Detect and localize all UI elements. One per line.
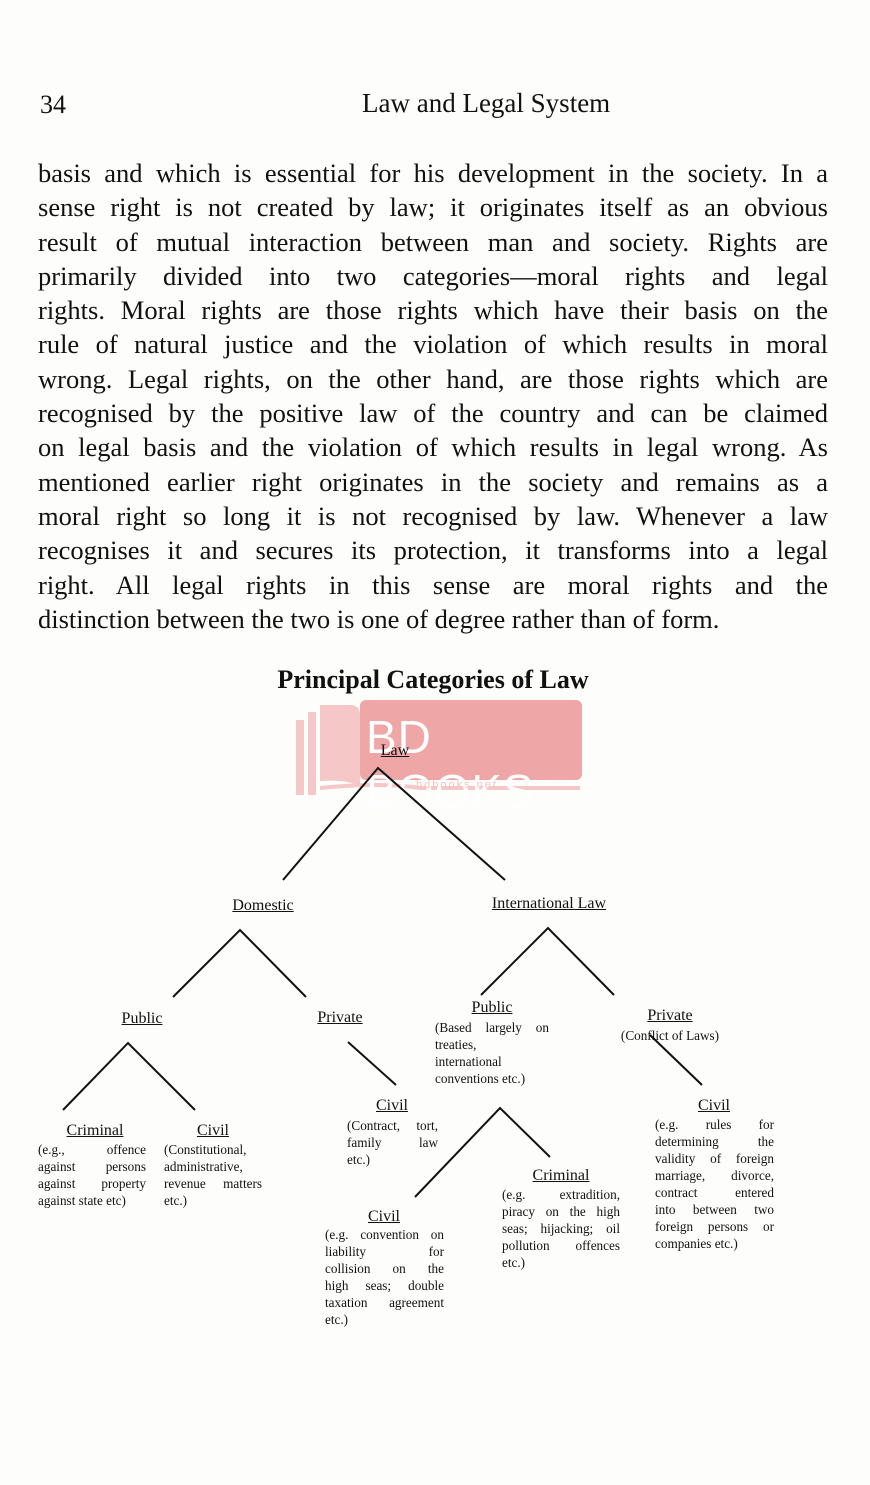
description-line: foreign persons or	[655, 1219, 774, 1234]
description-line: marriage, divorce,	[655, 1168, 774, 1183]
description-line: conventions etc.)	[435, 1071, 526, 1086]
body-paragraph: basis and which is essential for his dev…	[38, 156, 828, 636]
description-line: (Based largely on	[435, 1020, 549, 1035]
body-line: moral right so long it is not recognised…	[38, 500, 828, 531]
description-line: high seas; double	[325, 1278, 444, 1293]
body-line: wrong. Legal rights, on the other hand, …	[38, 363, 828, 394]
body-line: recognises it and secures its protection…	[38, 535, 828, 566]
connector-domestic	[172, 928, 307, 998]
description-line: etc.)	[325, 1312, 349, 1327]
description-line: (Contract, tort,	[347, 1118, 438, 1133]
node-label-domestic-public: Public	[121, 1010, 163, 1027]
description-line: taxation agreement	[325, 1295, 444, 1310]
body-line: on legal basis and the violation of whic…	[38, 432, 828, 463]
description-line: etc.)	[502, 1255, 526, 1270]
watermark-url: bdbooks.net	[416, 779, 498, 791]
diagram-title: Principal Categories of Law	[277, 665, 589, 694]
description-line: international	[435, 1054, 502, 1069]
description-line: family law	[347, 1135, 438, 1150]
description-line: against state etc)	[38, 1193, 126, 1208]
watermark-logo: BD BOOKS bdbooks.net	[296, 700, 586, 817]
node-description-intl-public-criminal: (e.g. extradition, piracy on the high seas…	[502, 1186, 620, 1271]
node-label-intl-public-civil: Civil	[367, 1208, 401, 1225]
node-label-domestic: Domestic	[232, 897, 294, 914]
node-label-private-civil: Civil	[375, 1097, 409, 1114]
node-description-public-civil: (Constitutional, administrative, revenue m…	[164, 1141, 262, 1209]
node-label-domestic-private: Private	[317, 1009, 363, 1026]
body-line: right. All legal rights in this sense ar…	[38, 569, 828, 600]
node-description-intl-private-civil: (e.g. rules for determining the validity o…	[655, 1116, 774, 1252]
node-label-intl-private: Private	[647, 1007, 693, 1024]
description-line: (e.g. rules for	[655, 1117, 774, 1132]
description-line: treaties,	[435, 1037, 477, 1052]
description-line: validity of foreign	[655, 1151, 774, 1166]
description-line: (e.g., offence	[38, 1142, 146, 1157]
node-label-law: Law	[380, 742, 410, 759]
watermark-text: BD BOOKS	[366, 711, 535, 817]
description-line: companies etc.)	[655, 1236, 738, 1251]
node-label-public-criminal: Criminal	[66, 1122, 124, 1139]
description-line: seas; hijacking; oil	[502, 1221, 620, 1236]
page-number: 34	[40, 90, 66, 119]
node-label-intl-private-civil: Civil	[697, 1097, 731, 1114]
description-line: liability for	[325, 1244, 444, 1259]
description-line: against property	[38, 1176, 146, 1191]
description-line: collision on the	[325, 1261, 444, 1276]
description-line: contract entered	[655, 1185, 774, 1200]
connector-intl-private	[649, 1034, 703, 1086]
body-line: result of mutual interaction between man…	[38, 226, 828, 257]
connector-international	[480, 926, 615, 996]
connector-law	[282, 766, 506, 881]
body-line: basis and which is essential for his dev…	[38, 158, 828, 188]
body-line: primarily divided into two categories—mo…	[38, 260, 828, 291]
connector-domestic-private	[347, 1041, 397, 1086]
description-line: etc.)	[347, 1152, 371, 1167]
description-line: determining the	[655, 1134, 774, 1149]
body-line: rights. Moral rights are those rights wh…	[38, 295, 828, 326]
description-line: piracy on the high	[502, 1204, 620, 1219]
description-line: (Conflict of Laws)	[620, 1028, 720, 1043]
description-line: revenue matters	[164, 1176, 262, 1191]
description-line: against persons	[38, 1159, 146, 1174]
body-line: rule of natural justice and the violatio…	[38, 329, 828, 360]
book-icon	[296, 700, 582, 795]
body-line: sense right is not created by law; it or…	[38, 192, 828, 223]
connector-domestic-public	[62, 1041, 196, 1111]
node-label-international: International Law	[491, 895, 607, 912]
body-line: mentioned earlier right originates in th…	[38, 466, 828, 497]
body-line: recognised by the positive law of the co…	[38, 398, 828, 429]
node-description-intl-public: (Based largely on treaties, international c…	[435, 1019, 549, 1087]
description-line: (Constitutional,	[164, 1142, 247, 1157]
description-line: etc.)	[164, 1193, 188, 1208]
description-line: administrative,	[164, 1159, 243, 1174]
running-title: Law and Legal System	[362, 88, 611, 118]
body-line: distinction between the two is one of de…	[38, 603, 720, 634]
connector-intl-public	[414, 1106, 551, 1198]
node-label-intl-public: Public	[471, 999, 513, 1016]
node-label-intl-public-criminal: Criminal	[532, 1167, 590, 1184]
node-description-intl-public-civil: (e.g. convention on liability for collisio…	[325, 1226, 444, 1328]
description-line: into between two	[655, 1202, 774, 1217]
description-line: (e.g. extradition,	[502, 1187, 620, 1202]
node-description-public-criminal: (e.g., offence against persons against pro…	[38, 1141, 146, 1209]
node-description-intl-private: (Conflict of Laws)	[610, 1027, 730, 1044]
node-description-private-civil: (Contract, tort, family law etc.)	[347, 1117, 438, 1168]
node-label-public-civil: Civil	[196, 1122, 230, 1139]
description-line: pollution offences	[502, 1238, 620, 1253]
description-line: (e.g. convention on	[325, 1227, 444, 1242]
